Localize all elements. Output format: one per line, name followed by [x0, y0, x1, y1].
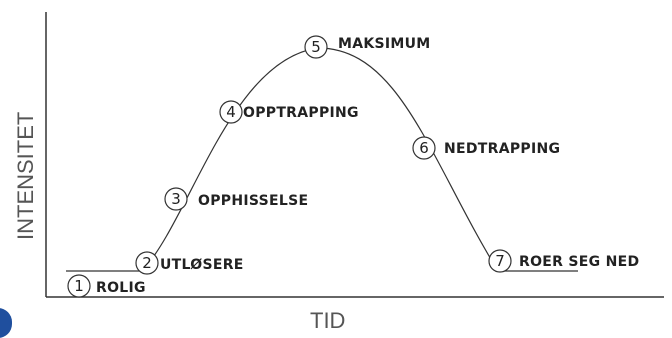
stage-number-5: 5: [311, 38, 321, 56]
stage-number-3: 3: [171, 190, 181, 208]
stage-marker-7: 7 ROER SEG NED: [488, 249, 639, 273]
stage-label-maksimum: MAKSIMUM: [338, 36, 431, 52]
stage-marker-3: 3 OPPHISSELSE: [164, 187, 308, 211]
stage-marker-1: 1 ROLIG: [67, 274, 146, 298]
x-axis-label: TID: [310, 308, 345, 333]
stage-number-1: 1: [74, 277, 84, 295]
stage-label-utlosere: UTLØSERE: [160, 257, 244, 273]
stage-label-nedtrapping: NEDTRAPPING: [444, 141, 560, 157]
stage-number-7: 7: [495, 252, 505, 270]
y-axis-label: INTENSITET: [13, 112, 38, 240]
stage-marker-2: 2 UTLØSERE: [135, 251, 244, 275]
intensity-curve: [66, 47, 578, 272]
stage-label-opptrapping: OPPTRAPPING: [243, 105, 359, 121]
stage-label-rolig: ROLIG: [96, 280, 146, 296]
stage-label-roer-seg-ned: ROER SEG NED: [519, 254, 639, 270]
stage-number-6: 6: [419, 139, 429, 157]
stage-marker-4: 4 OPPTRAPPING: [219, 100, 359, 124]
stage-number-2: 2: [142, 254, 152, 272]
stage-label-opphisselse: OPPHISSELSE: [198, 193, 308, 209]
corner-logo-icon: [0, 308, 12, 338]
stage-marker-5: 5 MAKSIMUM: [304, 35, 431, 59]
stage-number-4: 4: [226, 103, 236, 121]
stage-marker-6: 6 NEDTRAPPING: [412, 136, 560, 160]
